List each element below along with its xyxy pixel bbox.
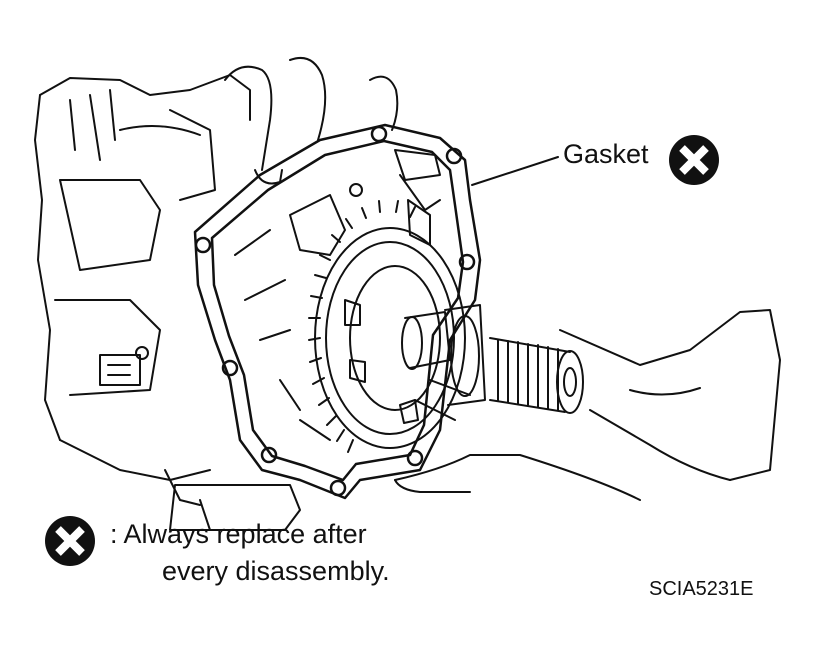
replace-x-icon — [669, 135, 719, 185]
hands — [224, 56, 781, 501]
figure-code: SCIA5231E — [649, 578, 754, 600]
legend-line1-text: Always replace after — [123, 519, 367, 549]
transaxle-case — [34, 74, 301, 531]
legend-prefix: : — [110, 519, 118, 549]
housing-details — [234, 149, 471, 441]
gasket-leader-line — [471, 156, 559, 186]
gasket — [193, 123, 482, 500]
legend-text-line2: every disassembly. — [162, 556, 390, 586]
output-shaft — [401, 304, 584, 414]
gasket-label: Gasket — [563, 139, 649, 169]
legend-text-line1: : Always replace after — [110, 519, 367, 550]
replace-x-icon — [45, 516, 95, 566]
ring-gear — [308, 200, 466, 453]
